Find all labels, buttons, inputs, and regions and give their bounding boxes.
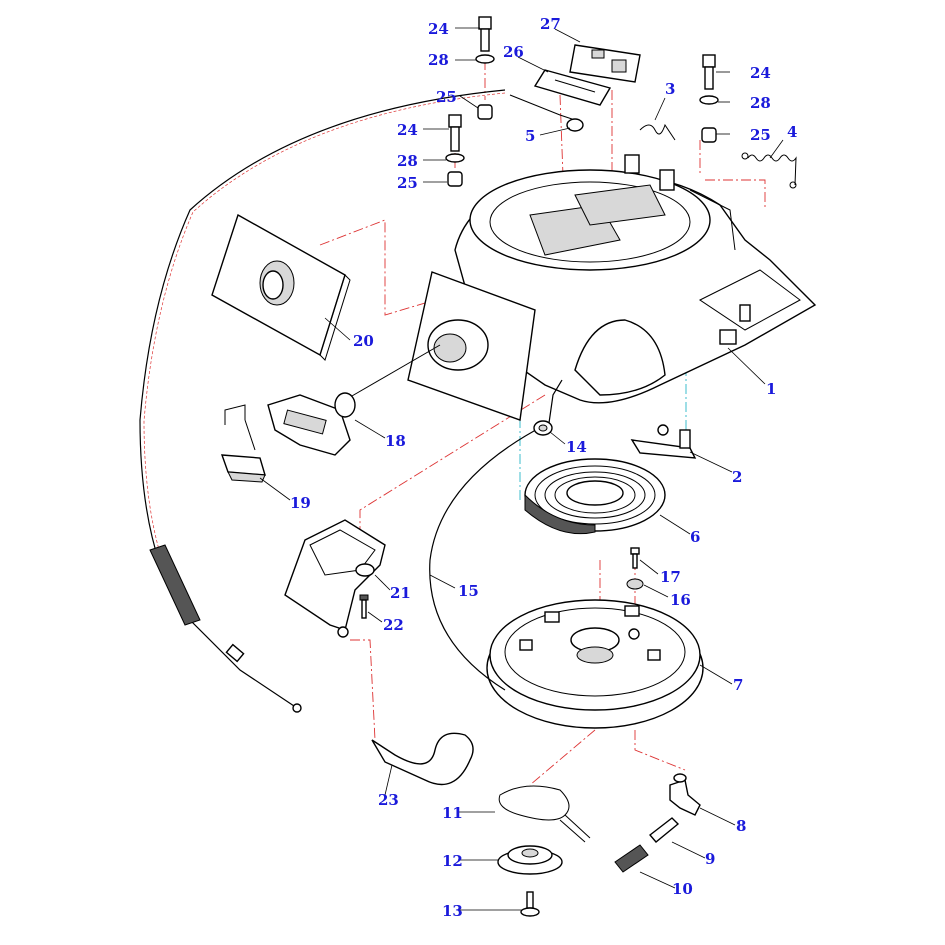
housing-front-plate: [407, 271, 536, 421]
callout-25-right: 25: [750, 126, 771, 144]
pin-9: [648, 817, 680, 843]
callout-27: 27: [540, 15, 561, 33]
washer-28-top: [475, 54, 495, 64]
callout-20: 20: [353, 332, 374, 350]
callout-8: 8: [736, 817, 746, 835]
callout-7: 7: [733, 676, 743, 694]
wire-clip-11: [498, 785, 591, 843]
callout-5: 5: [525, 127, 535, 145]
stop-switch-lead-5: [509, 94, 584, 132]
callout-13: 13: [442, 902, 463, 920]
bolt-24-top: [478, 16, 492, 52]
washer-28-left: [445, 153, 465, 163]
screw-17: [630, 547, 640, 569]
starter-rope-15: [429, 379, 563, 691]
washer-16: [626, 578, 644, 590]
small-spring-3: [639, 123, 676, 141]
tension-spring-4: [741, 152, 797, 189]
screw-22: [359, 594, 369, 619]
callout-2: 2: [732, 468, 742, 486]
lockout-bracket-21: [284, 519, 386, 638]
callout-25-left: 25: [397, 174, 418, 192]
callout-26: 26: [503, 43, 524, 61]
reel-pulley-7: [486, 599, 704, 729]
callout-21: 21: [390, 584, 411, 602]
callout-23: 23: [378, 791, 399, 809]
hose-23: [371, 732, 474, 786]
spring-10: [614, 844, 649, 873]
center-screw-13: [520, 891, 540, 917]
callout-24-left: 24: [397, 121, 418, 139]
recoil-spring-6: [524, 458, 666, 535]
stop-cable: [139, 89, 506, 713]
callout-25-top: 25: [436, 88, 457, 106]
warning-decal-26: [533, 69, 612, 106]
callout-17: 17: [660, 568, 681, 586]
callout-labels: 24 28 25 24 28 25 26 27 5 3 24 28 25 4 1…: [290, 15, 797, 920]
callout-24-right: 24: [750, 64, 771, 82]
washer-28-right: [699, 95, 719, 105]
callout-16: 16: [670, 591, 691, 609]
starter-handle-18: [267, 344, 441, 456]
bolt-24-left: [448, 114, 462, 152]
callout-3: 3: [665, 80, 675, 98]
callout-22: 22: [383, 616, 404, 634]
bolt-24-right: [702, 54, 716, 90]
ratchet-pawl-8: [669, 773, 701, 816]
callout-28-top: 28: [428, 51, 449, 69]
callout-18: 18: [385, 432, 406, 450]
callout-12: 12: [442, 852, 463, 870]
pawl-2: [630, 424, 697, 459]
callout-6: 6: [690, 528, 700, 546]
callout-10: 10: [672, 880, 693, 898]
collar-25-left: [447, 171, 463, 187]
callout-leaders: [259, 27, 784, 911]
collar-25-right: [701, 127, 717, 143]
callout-28-left: 28: [397, 152, 418, 170]
grommet-plate-20: [211, 213, 351, 361]
handle-clip-19: [220, 404, 266, 483]
starter-housing: [454, 154, 817, 404]
rope-guide-14: [533, 420, 553, 436]
collar-25-top: [477, 104, 493, 120]
label-decal-27: [569, 44, 641, 83]
callout-14: 14: [566, 438, 587, 456]
callout-11: 11: [442, 804, 463, 822]
callout-19: 19: [290, 494, 311, 512]
callout-24-top: 24: [428, 20, 449, 38]
callout-1: 1: [766, 380, 776, 398]
friction-plate-12: [497, 845, 563, 875]
callout-4: 4: [787, 123, 797, 141]
callout-9: 9: [705, 850, 715, 868]
callout-15: 15: [458, 582, 479, 600]
callout-28-right: 28: [750, 94, 771, 112]
